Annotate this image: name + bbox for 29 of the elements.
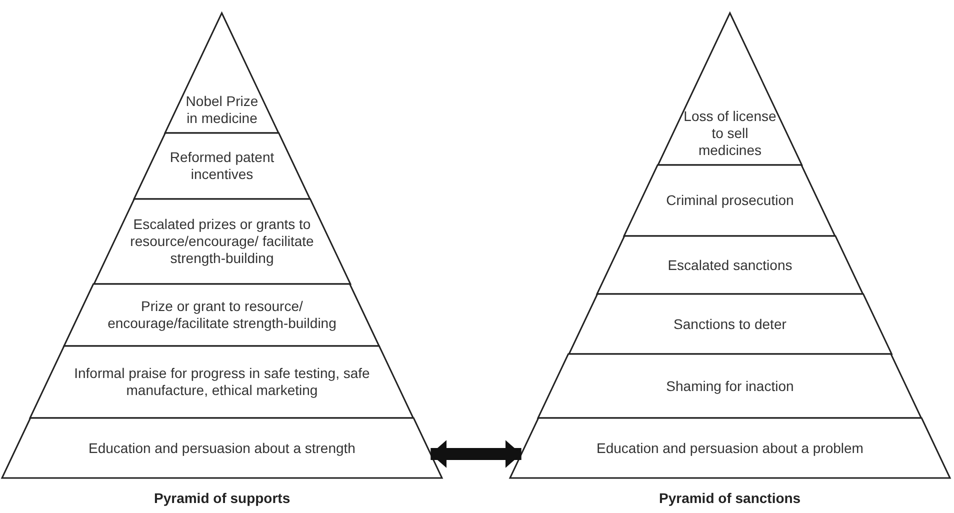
pyramid-apex [165, 13, 279, 133]
pyramid-tier [94, 199, 350, 284]
pyramid-tier [624, 165, 836, 236]
pyramid [510, 13, 950, 508]
tier-label: Escalated prizes or grants to resource/encourage/ facilitate strength-building [129, 216, 315, 267]
pyramid-title: Pyramid of supports [154, 490, 290, 506]
tier-label: Education and persuasion about a problem [596, 440, 864, 456]
pyramid-tier [30, 346, 414, 418]
pyramid-title: Pyramid of sanctions [659, 490, 801, 506]
pyramid-tier [2, 418, 442, 478]
pyramid-tier [64, 284, 380, 346]
pyramid [2, 13, 442, 508]
tier-label: Informal praise for progress in safe testing, safe manufacture, ethical marketing [73, 365, 371, 399]
tier-label: Shaming for inaction [665, 378, 795, 394]
tier-label: Reformed patent incentives [168, 149, 276, 183]
tier-label: Sanctions to deter [672, 316, 788, 332]
pyramid-tier [597, 236, 863, 294]
pyramid-tier [538, 354, 922, 418]
pyramid-apex [658, 13, 802, 165]
tier-label: Escalated sanctions [666, 256, 794, 274]
pyramid-tier [134, 133, 310, 199]
tier-label: Criminal prosecution [665, 192, 795, 209]
tier-label: Prize or grant to resource/ encourage/facilitate strength-building [106, 298, 338, 332]
tier-label: Nobel Prize in medicine [184, 93, 260, 127]
tier-label: Education and persuasion about a strength [88, 440, 356, 456]
tier-label: Loss of license to sell medicines [682, 108, 778, 159]
pyramid-tier [510, 418, 950, 478]
pyramid-tier [568, 294, 892, 354]
double-arrow [430, 440, 522, 468]
